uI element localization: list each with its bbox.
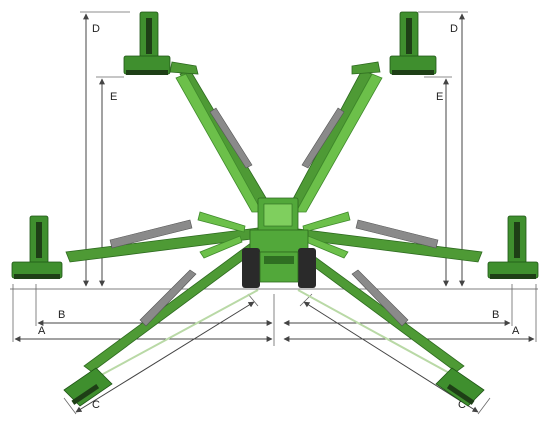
tractor-body	[242, 197, 316, 288]
dimension-c-right: C	[299, 293, 491, 415]
boom-lower-left	[83, 235, 263, 373]
dimension-label-b-right: B	[492, 309, 499, 321]
dimension-label-b-left: B	[58, 309, 65, 321]
mower-head-upper-left	[123, 11, 171, 75]
dimension-label-e-right: E	[436, 91, 443, 103]
mower-head-mid-left	[11, 215, 63, 279]
boom-mid-left	[65, 211, 261, 263]
dimension-label-a-right: A	[512, 325, 520, 337]
dimension-label-e-left: E	[110, 91, 117, 103]
boom-mid-right	[287, 211, 483, 263]
left-track	[242, 248, 260, 288]
right-track	[298, 248, 316, 288]
boom-upper-right	[285, 61, 383, 213]
dimension-d-left: D	[80, 11, 130, 287]
mower-head-lower-right	[435, 367, 485, 407]
boom-upper-left	[169, 61, 273, 213]
dimension-label-c-left: C	[92, 399, 100, 411]
dimension-label-d-left: D	[92, 23, 100, 35]
mower-head-upper-right	[389, 11, 437, 75]
dimension-c-left: C	[63, 293, 259, 415]
dimension-d-right: D	[418, 11, 468, 287]
dimension-label-d-right: D	[450, 23, 458, 35]
dimension-label-a-left: A	[38, 325, 46, 337]
mower-head-mid-right	[487, 215, 539, 279]
dimension-label-c-right: C	[458, 399, 466, 411]
mower-head-lower-left	[63, 367, 113, 407]
